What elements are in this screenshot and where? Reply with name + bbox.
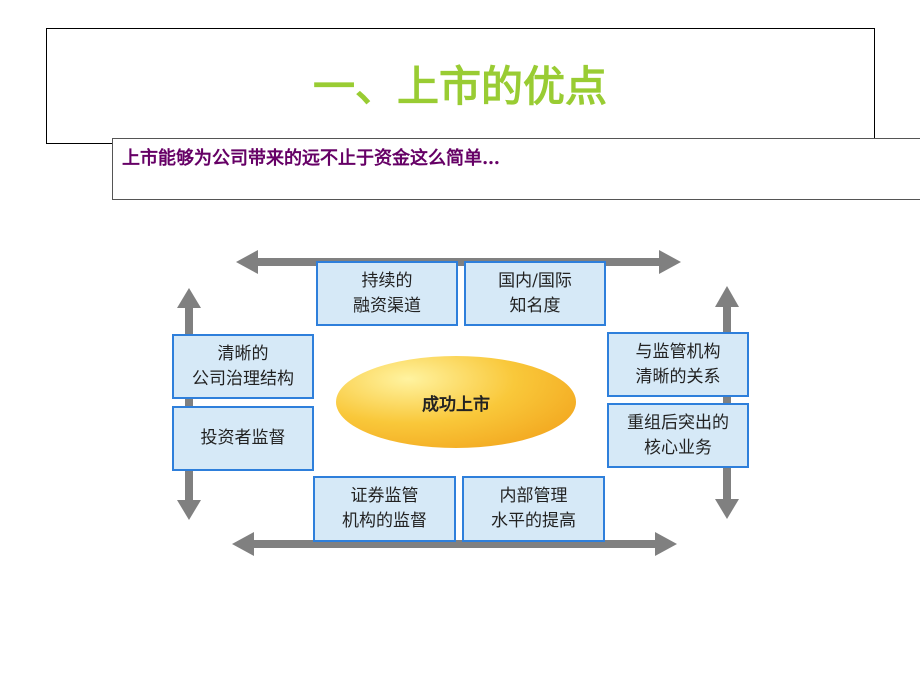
- left-double-arrow: [177, 288, 201, 520]
- box-regulator-relation: 与监管机构 清晰的关系: [607, 332, 749, 397]
- top-double-arrow: [236, 250, 681, 274]
- page-title: 一、上市的优点: [312, 62, 607, 111]
- box-financing-channel: 持续的 融资渠道: [316, 261, 458, 326]
- center-ellipse: 成功上市: [336, 356, 576, 448]
- box-securities-supervision: 证券监管 机构的监督: [313, 476, 456, 542]
- box-reputation: 国内/国际 知名度: [464, 261, 606, 326]
- subtitle: 上市能够为公司带来的远不止于资金这么简单…: [122, 148, 500, 169]
- box-core-business: 重组后突出的 核心业务: [607, 403, 749, 468]
- subtitle-frame: [112, 138, 920, 200]
- title-frame: [46, 28, 875, 144]
- box-governance: 清晰的 公司治理结构: [172, 334, 314, 399]
- box-management-improvement: 内部管理 水平的提高: [462, 476, 605, 542]
- bottom-double-arrow: [232, 532, 677, 556]
- box-investor-supervision: 投资者监督: [172, 406, 314, 471]
